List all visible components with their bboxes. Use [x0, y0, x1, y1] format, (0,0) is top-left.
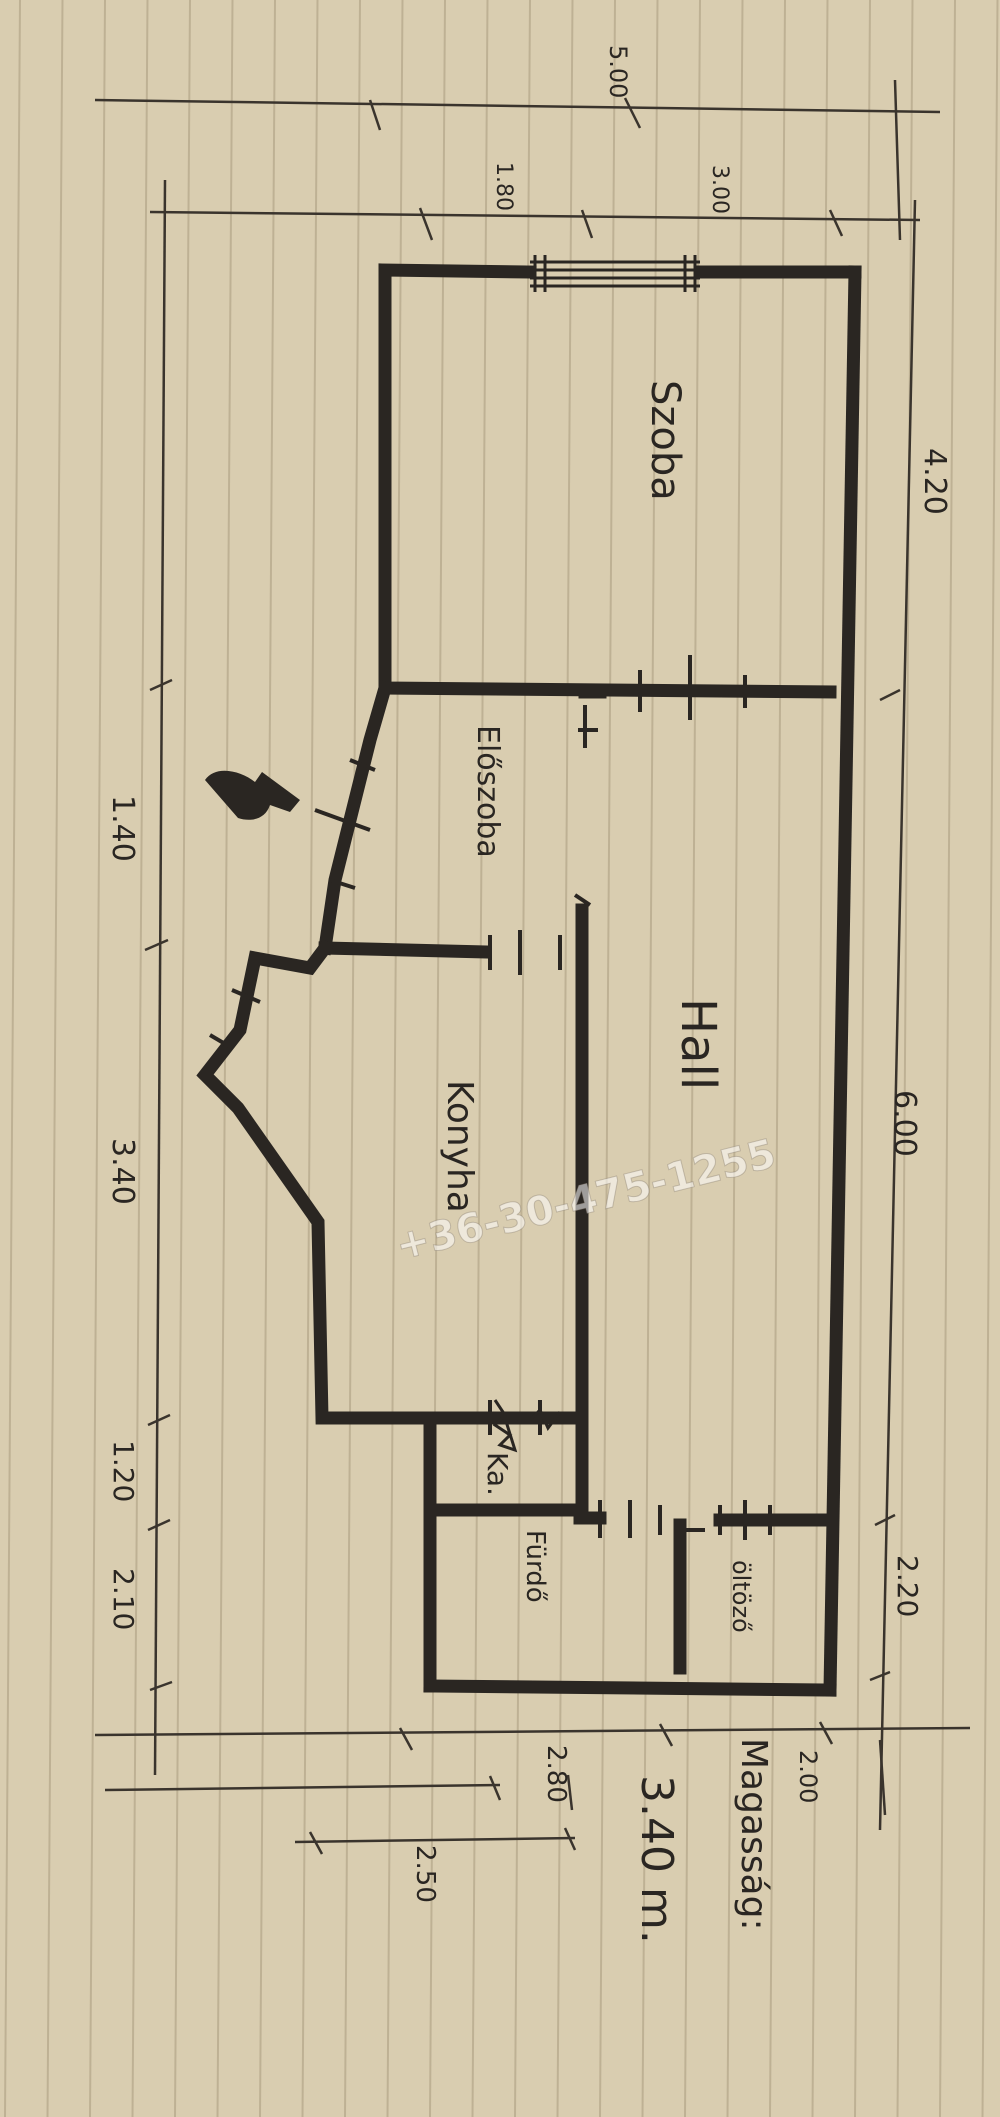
ruled-line — [854, 0, 871, 2117]
height-note: Magasság: 3.40 m. — [631, 1738, 774, 1944]
dim-1-20-label: 1.20 — [107, 1440, 140, 1502]
ruled-line — [896, 0, 914, 2117]
ruled-line — [131, 0, 149, 2117]
dimension-labels: 5.00 1.80 3.00 4.20 1.40 6.00 3.40 1.20 … — [105, 45, 952, 1903]
dim-1-40-label: 1.40 — [105, 795, 140, 862]
dim-3-00-label: 3.00 — [707, 165, 732, 214]
ruled-line — [514, 0, 531, 2117]
dim-4-20-label: 4.20 — [917, 448, 952, 515]
room-hall-label: Hall — [670, 998, 726, 1090]
dim-2-80-label: 2.80 — [541, 1745, 571, 1803]
ruled-line — [259, 0, 276, 2117]
window-marks — [530, 255, 700, 292]
walls — [196, 263, 862, 1697]
dim-1-80-label: 1.80 — [491, 162, 516, 211]
dim-2-00-label: 2.00 — [794, 1750, 822, 1803]
room-labels: Szoba Előszoba Hall Konyha Ka. Fürdő ölt… — [439, 380, 755, 1633]
ruled-line — [726, 0, 744, 2117]
height-label: Magasság: — [733, 1738, 774, 1931]
entry-arrow-icon — [205, 770, 300, 820]
ruled-line — [174, 0, 191, 2117]
dim-2-50-label: 2.50 — [410, 1845, 440, 1903]
ruled-line — [386, 0, 404, 2117]
dim-2-20-label: 2.20 — [891, 1555, 924, 1617]
room-konyha-label: Konyha — [439, 1080, 480, 1213]
height-value: 3.40 m. — [631, 1775, 682, 1944]
ruled-line — [4, 0, 21, 2117]
kamra-zigzag — [492, 1399, 562, 1453]
ruled-lines — [4, 0, 999, 2117]
room-oltozo-label: öltöző — [727, 1560, 755, 1633]
ruled-line — [556, 0, 574, 2117]
ruled-line — [939, 0, 956, 2117]
ruled-line — [981, 0, 999, 2117]
ruled-line — [769, 0, 786, 2117]
ruled-line — [641, 0, 659, 2117]
room-eloszoba-label: Előszoba — [470, 725, 505, 858]
ruled-line — [811, 0, 829, 2117]
room-furdo-label: Fürdő — [520, 1530, 550, 1603]
dim-6-00-label: 6.00 — [887, 1090, 922, 1157]
dim-3-40-label: 3.40 — [105, 1138, 140, 1205]
ruled-line — [344, 0, 361, 2117]
ruled-line — [684, 0, 701, 2117]
ruled-line — [89, 0, 106, 2117]
room-szoba-label: Szoba — [642, 380, 688, 501]
ruled-line — [429, 0, 446, 2117]
dim-5-00-label: 5.00 — [604, 45, 632, 98]
ruled-line — [301, 0, 319, 2117]
dimension-lines — [94, 79, 971, 1855]
room-kamra-label: Ka. — [481, 1452, 514, 1496]
dim-2-10-label: 2.10 — [107, 1568, 140, 1630]
ruled-line — [599, 0, 616, 2117]
ruled-line — [471, 0, 489, 2117]
door-marks — [208, 655, 772, 1540]
ruled-line — [46, 0, 64, 2117]
